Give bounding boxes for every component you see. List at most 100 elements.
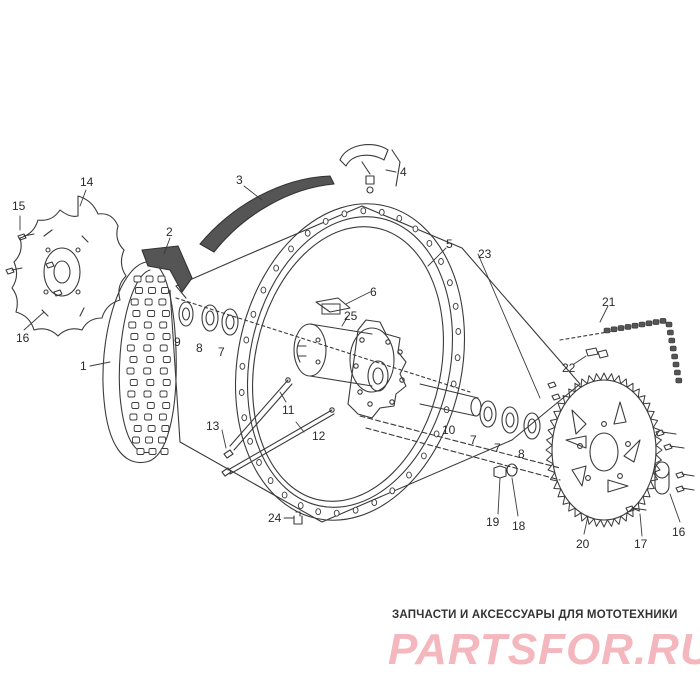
tread-block: [133, 425, 142, 432]
left-bearings: [175, 297, 471, 393]
callout-21: 21: [602, 295, 616, 309]
callout-23: 23: [478, 247, 492, 261]
tread-block: [126, 344, 135, 352]
watermark: ЗАПЧАСТИ И АКСЕССУАРЫ ДЛЯ МОТОТЕХНИКИ PA…: [388, 609, 700, 674]
tread-block: [129, 379, 138, 386]
tread-block: [129, 356, 138, 363]
rim-spoke-hole: [260, 286, 267, 294]
right-bearings: [479, 400, 541, 440]
rim-spoke-hole: [378, 208, 385, 216]
tread-block: [146, 333, 155, 340]
watermark-logo-left: PARTS: [388, 625, 538, 674]
tread-block: [162, 402, 171, 409]
sprocket-teeth-outline: [545, 372, 663, 528]
sprocket: [545, 372, 663, 528]
tyre: [102, 261, 177, 464]
tread-block: [148, 287, 156, 294]
tread-block: [135, 287, 143, 294]
chain-link: [617, 325, 625, 331]
callout-6: 6: [370, 285, 377, 299]
rim-spoke-hole: [315, 508, 322, 516]
callout-5: 5: [446, 237, 453, 251]
watermark-caption: ЗАПЧАСТИ И АКСЕССУАРЫ ДЛЯ МОТОТЕХНИКИ: [392, 609, 678, 621]
assembly-outline: [169, 205, 581, 523]
callout-17: 17: [634, 537, 648, 551]
callout-20: 20: [576, 537, 590, 551]
rim: [234, 203, 466, 521]
disc-bolts: [5, 233, 63, 297]
tread-block: [160, 448, 169, 455]
rim-spoke-hole: [238, 389, 245, 396]
chain-link: [603, 327, 611, 334]
rim-spoke-hole: [412, 225, 419, 233]
tread-block: [130, 333, 139, 340]
callout-10: 10: [442, 423, 456, 437]
chain-link: [659, 318, 667, 324]
tread-block: [133, 275, 142, 283]
chain-link: [671, 353, 678, 360]
tread-block: [161, 425, 170, 432]
callout-7-right-a: 7: [470, 433, 477, 447]
tread-block: [158, 413, 167, 421]
tread-block: [144, 413, 153, 421]
rim-spoke-hole: [406, 471, 412, 479]
tread-block: [148, 448, 157, 455]
callout-12: 12: [312, 429, 326, 443]
rim-spoke-hole: [433, 430, 440, 438]
tread-block: [128, 321, 137, 329]
tread-block: [158, 436, 166, 444]
rim-spoke-hole: [267, 477, 274, 485]
tread-block: [146, 356, 155, 363]
callout-8-left: 8: [196, 341, 203, 355]
hub: [293, 297, 407, 419]
leader-lines: [19, 169, 681, 537]
tread-block: [162, 333, 171, 340]
callout-9: 9: [174, 335, 181, 349]
rim-spoke-hole: [438, 258, 444, 265]
rim-spoke-hole: [360, 207, 367, 215]
watermark-logo-right: FOR.RU: [538, 625, 700, 674]
spokes: [221, 377, 335, 477]
rim-spoke-hole: [273, 264, 279, 272]
tread-block: [159, 390, 168, 398]
sprocket-bolts: [547, 381, 695, 513]
label-box: [321, 303, 341, 315]
rim-lock: [339, 144, 401, 194]
rim-spoke-hole: [389, 487, 396, 495]
chain-link: [672, 361, 680, 368]
callout-14: 14: [80, 175, 94, 189]
tread-block: [144, 298, 153, 306]
rim-spoke-hole: [250, 310, 257, 318]
rim-spoke-hole: [241, 414, 248, 422]
tread-block: [159, 367, 168, 375]
rim-spoke-hole: [450, 380, 457, 388]
callout-7-right-b: 7: [494, 441, 501, 455]
chain-link: [669, 345, 677, 352]
callout-19: 19: [486, 515, 500, 529]
drive-chain: [559, 318, 683, 384]
tread-block: [127, 390, 136, 398]
brake-disc: [11, 195, 127, 337]
rim-spoke-hole: [304, 229, 311, 237]
tread-block: [143, 321, 152, 329]
tread-block: [130, 298, 139, 306]
rim-spoke-hole: [341, 210, 348, 218]
watermark-logo: PARTSFOR.RU: [388, 625, 700, 674]
tread-block: [158, 298, 167, 306]
chain-link: [667, 329, 674, 336]
rim-spoke-hole: [239, 362, 246, 370]
rim-spoke-hole: [447, 279, 453, 287]
tread-block: [147, 425, 156, 432]
rim-spoke-hole: [352, 506, 359, 514]
tread-block: [143, 344, 152, 352]
rim-spoke-hole: [247, 437, 253, 445]
chain-link: [624, 324, 632, 330]
tread-block: [161, 287, 169, 294]
chain-link: [645, 320, 653, 327]
rim-spoke-hole: [421, 452, 427, 460]
rim-spoke-hole: [243, 336, 250, 344]
callout-7-left: 7: [218, 345, 225, 359]
chain-link: [610, 326, 618, 333]
tread-block: [145, 275, 154, 283]
nuts: [293, 463, 518, 525]
